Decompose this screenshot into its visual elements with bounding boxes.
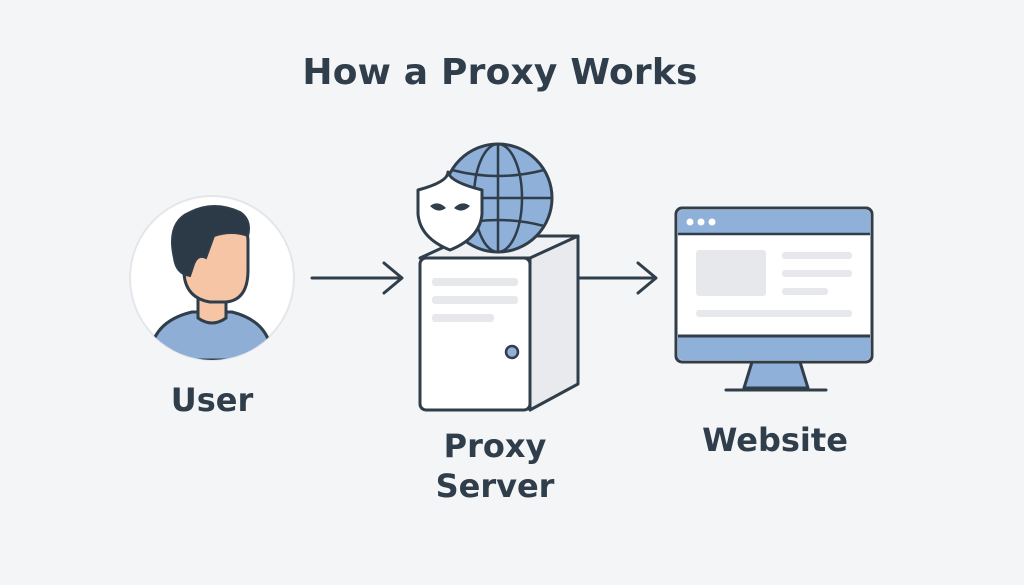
proxy-label-line2: Server (435, 467, 555, 505)
diagram-title: How a Proxy Works (302, 52, 698, 93)
website-label: Website (702, 421, 848, 459)
proxy-server-label: Proxy Server (400, 426, 590, 506)
user-avatar-icon (129, 195, 295, 361)
browser-monitor-icon (674, 206, 874, 392)
arrow-user-to-proxy (310, 261, 404, 295)
proxy-label-line1: Proxy (443, 427, 547, 465)
user-label: User (170, 381, 254, 419)
server-icon (418, 234, 580, 412)
shield-mask-icon (416, 170, 484, 252)
arrow-proxy-to-website (578, 261, 658, 295)
